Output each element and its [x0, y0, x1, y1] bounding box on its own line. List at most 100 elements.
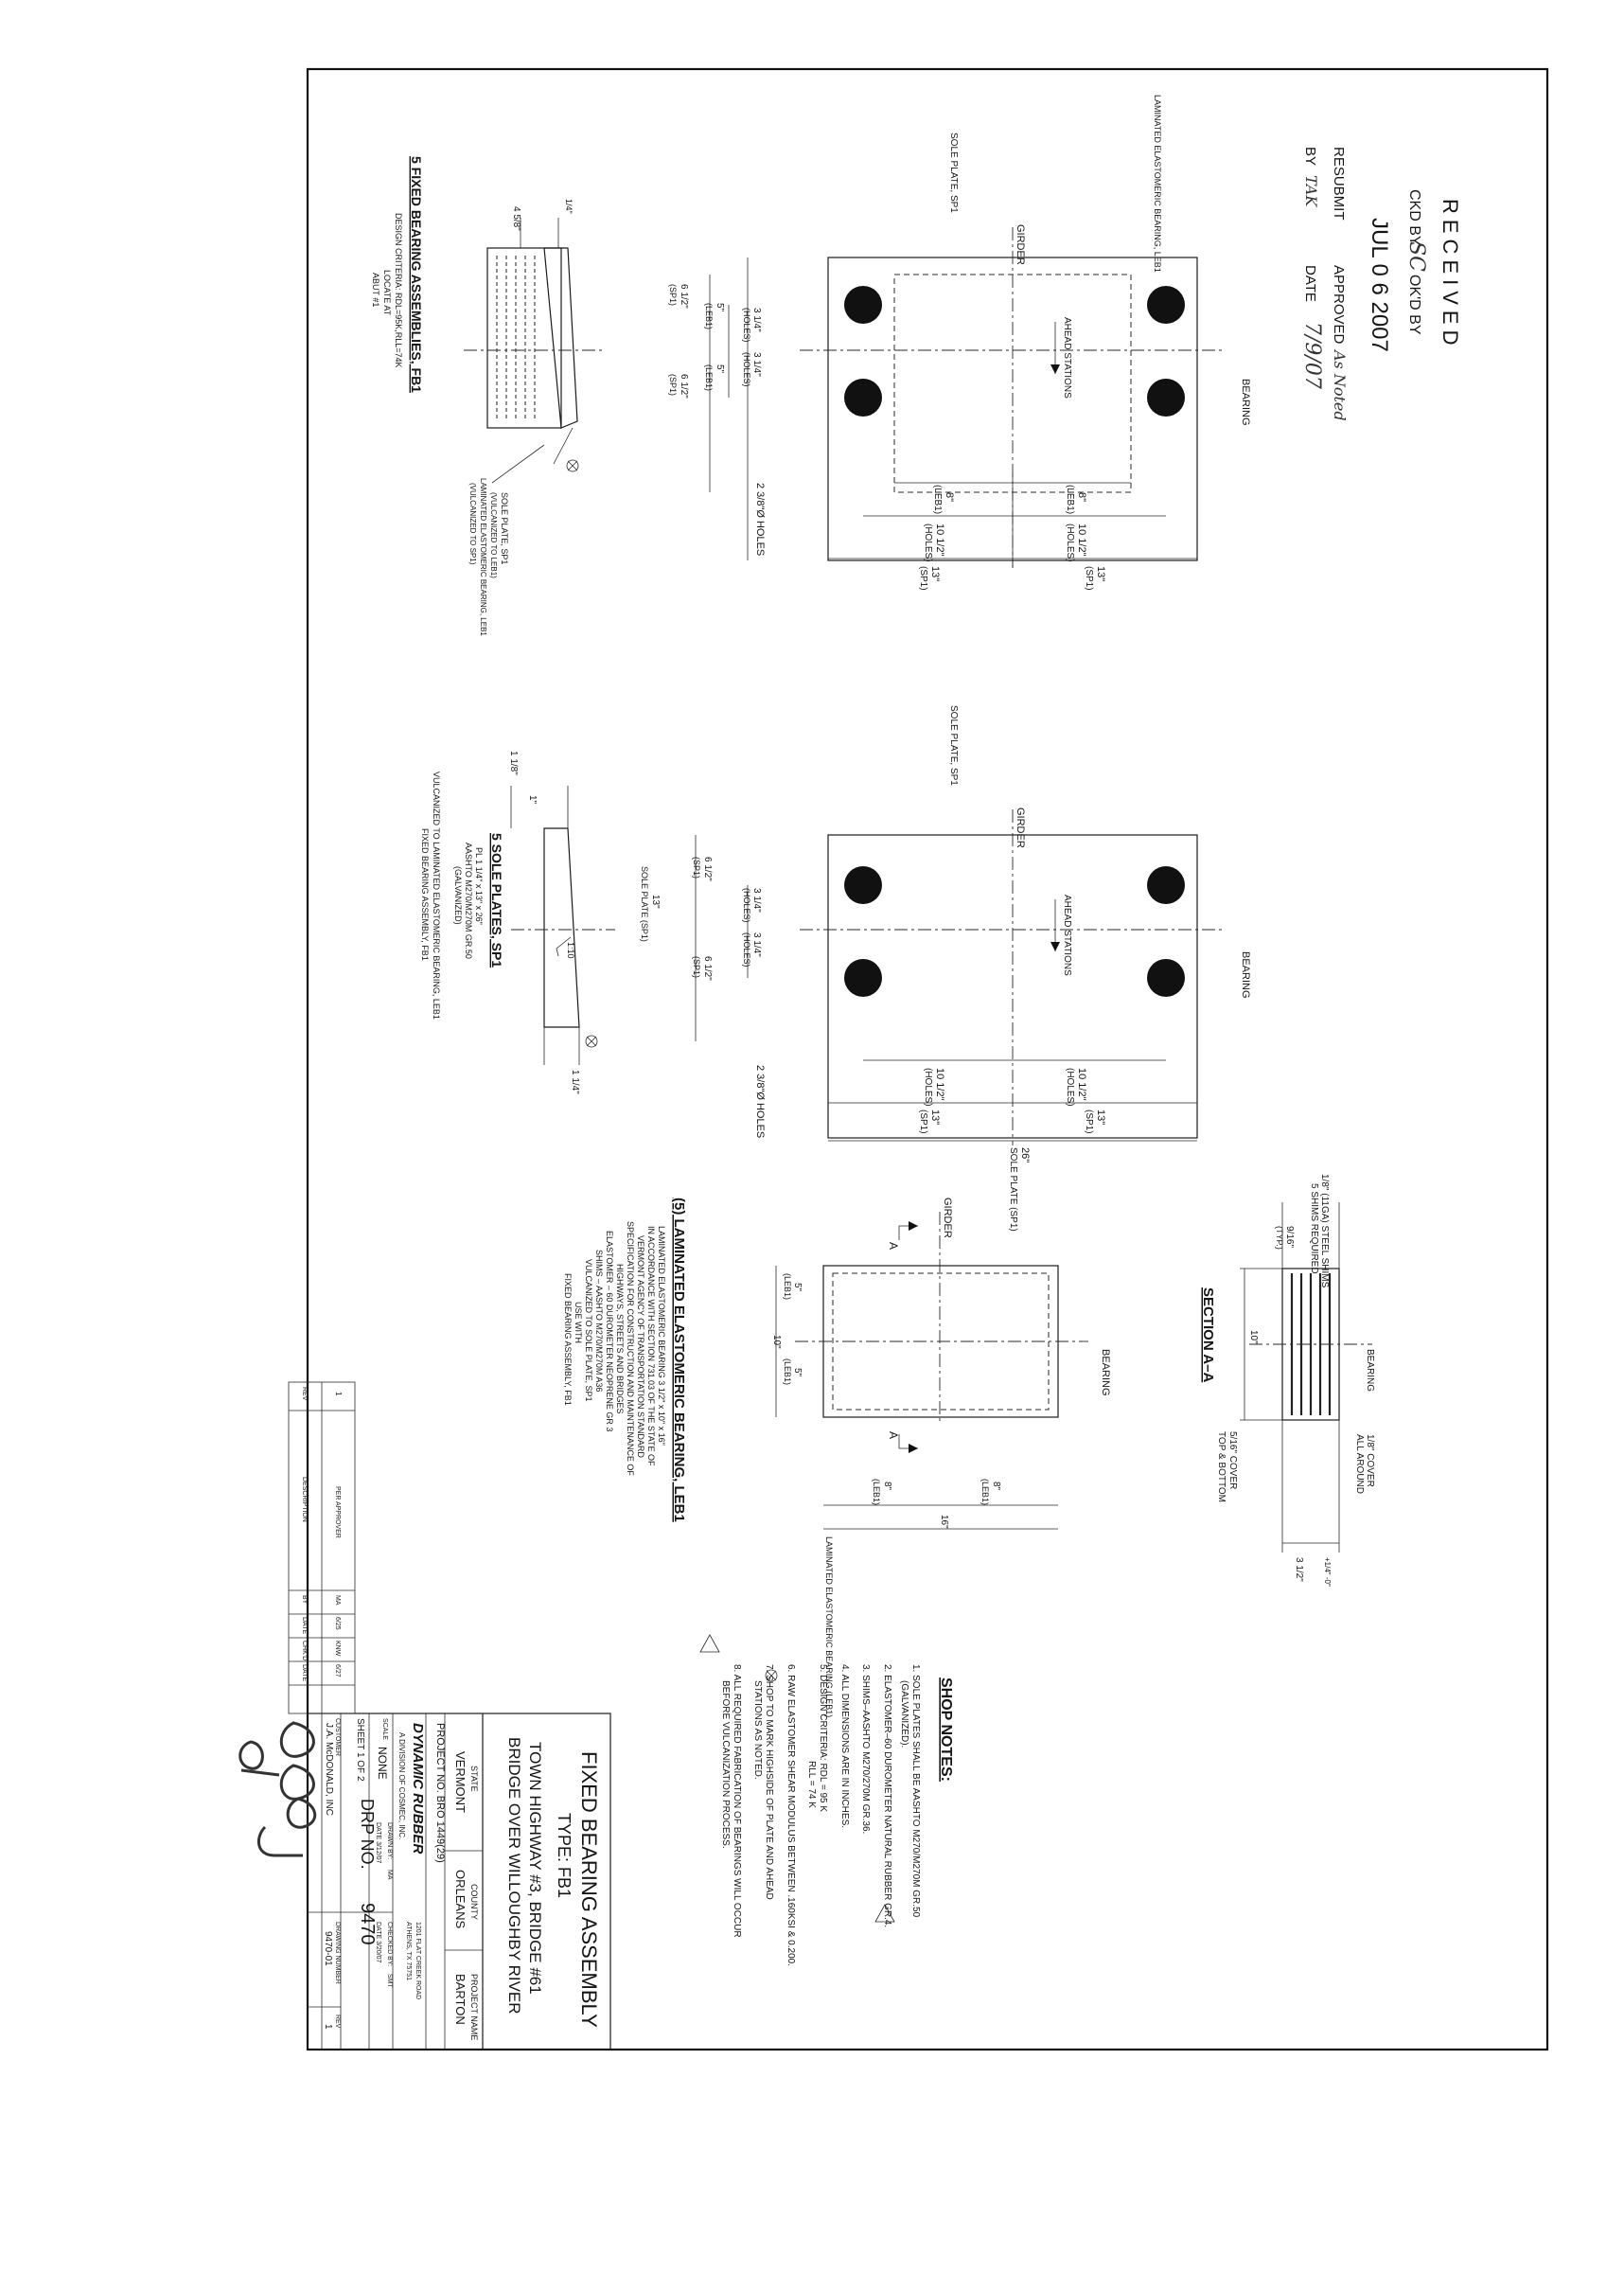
note-4: 4. ALL DIMENSIONS ARE IN INCHES. — [839, 1664, 850, 1828]
tb-project-h: PROJECT NAME — [469, 1974, 479, 2040]
note-6: 6. RAW ELASTOMER SHEAR MODULUS BETWEEN .… — [786, 1664, 796, 1966]
tb-drawn-l: DRAWN BY: — [386, 1822, 393, 1859]
mid-dim-13b-sub: (SP1) — [1084, 1109, 1094, 1134]
leb1-dim-16: 16" — [939, 1515, 949, 1529]
mark-symbol-icon — [765, 1669, 778, 1682]
leb1-section-a-bottom: A — [887, 1431, 900, 1439]
stamp-approved: APPROVED — [1331, 265, 1347, 345]
note-1: 1. SOLE PLATES SHALL BE AASHTO M270/M270… — [910, 1664, 921, 1918]
tb-county: ORLEANS — [453, 1870, 468, 1928]
section-dim-916: 9/16" — [1284, 1226, 1295, 1248]
top-lam-label: LAMINATED ELASTOMERIC BEARING, LEB1 — [1153, 95, 1162, 273]
leb1-spec5: HIGHWAYS, STREETS AND BRIDGES — [615, 1264, 625, 1414]
mid-dim-13-sub: SOLE PLATE (SP1) — [640, 866, 649, 942]
fb1-plan-view — [709, 227, 1226, 568]
sp1-slope: 1:10 — [566, 942, 575, 959]
mid-dim-612b-sub: (SP1) — [692, 956, 701, 978]
rev-col: REV — [301, 1387, 308, 1401]
sp1-note1: PL 1 1/4" x 13" x 26" — [474, 847, 484, 925]
top-dim-312a: 3 1/4" — [751, 308, 762, 332]
section-cover2: TOP & BOTTOM — [1216, 1431, 1227, 1502]
fb1-criteria: DESIGN CRITERIA: RDL=95K,RLL=74K — [394, 213, 403, 368]
tb-drawn-date: DATE 3/12/07 — [375, 1822, 381, 1864]
sp1-note2: AASHTO M270/M270M GR.50 — [464, 843, 473, 959]
top-girder-label: GIRDER — [1015, 224, 1026, 265]
chk-col: CHK'D — [301, 1641, 308, 1660]
leb1-dim-8b-sub: (LEB1) — [980, 1479, 990, 1505]
leb1-bearing-label: BEARING — [1100, 1349, 1111, 1396]
note-8b: BEFORE VULCANIZATION PROCESS. — [720, 1680, 731, 1849]
sp1-elevation — [510, 786, 615, 1065]
stamp-ckd-initials: SC — [1404, 241, 1428, 272]
top-dim-10b: 10 1/2" — [1076, 524, 1087, 557]
tb-scale: NONE — [376, 1747, 389, 1780]
note-1b: (GALVANIZED). — [899, 1680, 909, 1748]
top-dim-5b-sub: (LEB1) — [704, 364, 714, 391]
leb1-spec7: SHIMS – AASHTO M270/M270M A36 — [594, 1250, 604, 1392]
stamp-date-hand: 7/9/07 — [1300, 322, 1324, 389]
mid-dim-312a-sub: (HOLES) — [742, 888, 751, 923]
stamp-date: JUL 0 6 2007 — [1367, 218, 1392, 352]
fb1-vulc-note: (VULCANIZED TO LEB1) — [489, 492, 498, 578]
sp1-note5: FIXED BEARING ASSEMBLY, FB1 — [420, 828, 430, 961]
section-a-a — [1240, 1202, 1372, 1553]
top-dim-13b-sub: (SP1) — [1084, 566, 1094, 591]
top-dim-10a: 10 1/2" — [934, 524, 945, 557]
date-col2: DATE — [301, 1664, 308, 1681]
section-cover-all2: ALL AROUND — [1354, 1434, 1365, 1494]
mid-dim-612a: 6 1/2" — [702, 857, 713, 881]
top-dim-5b: 5" — [715, 364, 725, 374]
shop-notes: SHOP NOTES: 1. SOLE PLATES SHALL BE AASH… — [699, 1634, 954, 1966]
rev-row-date2: 6/27 — [334, 1664, 341, 1677]
fb1-elevation — [464, 218, 606, 484]
stamp-resubmit: RESUBMIT — [1331, 147, 1347, 221]
tb-checked-date: DATE 3/20/07 — [375, 1922, 381, 1963]
mid-dim-312b: 3 1/4" — [751, 932, 762, 957]
top-dim-312a-sub: (HOLES) — [742, 308, 751, 343]
leb1-section-a-top: A — [887, 1242, 900, 1250]
note-5b: RLL = 74 K — [806, 1761, 817, 1808]
note-3: 3. SHIMS–AASHTO M270/270M GR.36. — [860, 1664, 871, 1834]
section-shims2: 5 SHIMS REQUIRED — [1309, 1183, 1319, 1274]
fb1-lam-note: LAMINATED ELASTOMERIC BEARING, LEB1 — [479, 478, 487, 636]
note-2: 2. ELASTOMER–60 DUROMETER NATURAL RUBBER… — [882, 1664, 892, 1927]
mid-dim-13a-sub: (SP1) — [918, 1109, 928, 1134]
revision-triangle-icon — [699, 1634, 720, 1653]
tb-customer: J.A. McDONALD, INC — [324, 1723, 334, 1816]
sp1-note3: (GALVANIZED) — [453, 866, 463, 925]
leb1-spec10: FIXED BEARING ASSEMBLY, FB1 — [563, 1273, 573, 1406]
top-holes: 2 3/8"Ø HOLES — [754, 483, 766, 556]
leb1-spec1: LAMINATED ELASTOMERIC BEARING 3 1/2" x 1… — [657, 1226, 666, 1446]
rev-row-num: 1 — [334, 1392, 343, 1396]
sp1-title: 5 SOLE PLATES, SP1 — [489, 833, 504, 967]
section-cover: 5/16" COVER — [1227, 1431, 1238, 1489]
tb-addr2: ATHENS, TX 75751 — [405, 1922, 412, 1980]
top-dim-8b-sub: (LEB1) — [1065, 485, 1075, 514]
top-dim-312b-sub: (HOLES) — [742, 352, 751, 387]
leb1-spec4: SPECIFICATION FOR CONSTRUCTION AND MAINT… — [626, 1221, 635, 1476]
mid-bearing-label: BEARING — [1240, 951, 1251, 999]
tb-state: VERMONT — [453, 1751, 468, 1813]
tb-project: BARTON — [453, 1974, 468, 2025]
mid-dim-10b: 10 1/2" — [1076, 1068, 1087, 1101]
leb1-spec2: IN ACCORDANCE WITH SECTION 731.03 OF THE… — [646, 1226, 656, 1466]
note-8: 8. ALL REQUIRED FABRICATION OF BEARINGS … — [732, 1664, 742, 1938]
mid-dim-312b-sub: (HOLES) — [742, 932, 751, 967]
leb1-plan-view — [775, 1212, 1088, 1530]
tb-sheet: SHEET 1 OF 2 — [355, 1718, 365, 1782]
fb1-dim-14: 1/4" — [564, 199, 574, 214]
section-typ: (TYP.) — [1275, 1226, 1284, 1250]
mid-dim-10a-sub: (HOLES) — [923, 1068, 933, 1107]
sp1-note4: VULCANIZED TO LAMINATED ELASTOMERIC BEAR… — [432, 772, 441, 1020]
top-dim-312b: 3 1/4" — [751, 352, 762, 377]
tb-county-h: COUNTY — [469, 1884, 479, 1920]
top-sole-label: SOLE PLATE, SP1 — [948, 133, 959, 213]
top-dim-10a-sub: (HOLES) — [923, 524, 933, 562]
tb-addr1: 1201 FLAT CREEK ROAD — [415, 1922, 421, 1999]
sp1-dim-118: 1 1/8" — [508, 751, 519, 775]
fb1-dim-458: 4 5/8" — [511, 206, 521, 231]
tb-title1: FIXED BEARING ASSEMBLY — [577, 1751, 601, 2028]
leb1-spec8: VULCANIZED TO SOLE PLATE, SP1 — [584, 1259, 593, 1402]
top-dim-8a-sub: (LEB1) — [932, 485, 943, 514]
